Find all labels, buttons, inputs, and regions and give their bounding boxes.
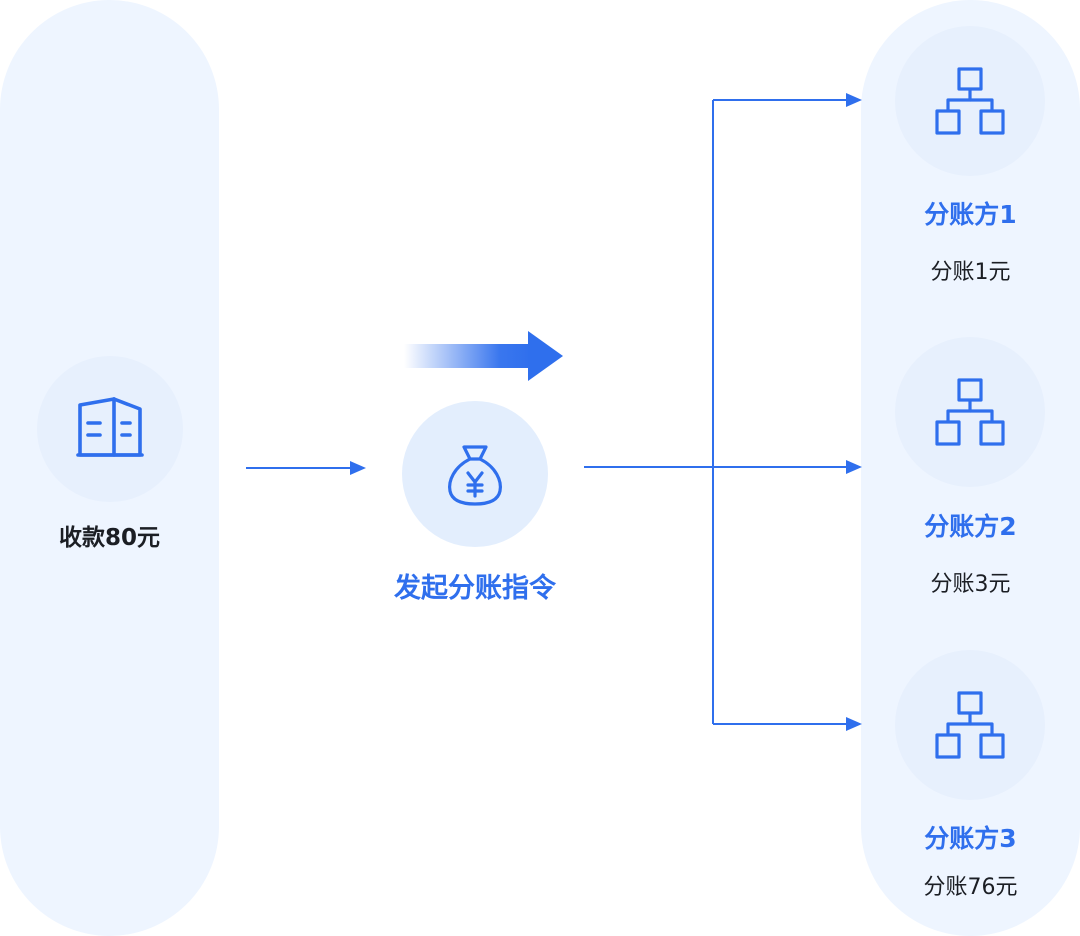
org-chart-icon (935, 67, 1005, 135)
arrow-to-party-2 (846, 460, 862, 474)
party-2-icon-circle (895, 337, 1045, 487)
party-3-amount: 分账76元 (923, 875, 1018, 900)
source-to-center-arrow (246, 461, 366, 475)
arrow-to-party-1 (846, 93, 862, 107)
source-icon-circle (37, 356, 183, 502)
arrow-to-party-3 (846, 717, 862, 731)
party-1-amount: 分账1元 (930, 260, 1011, 285)
collect-amount-label: 收款80元 (58, 525, 160, 551)
org-chart-icon (935, 691, 1005, 759)
direction-arrow-icon (404, 331, 563, 381)
initiate-split-label: 发起分账指令 (394, 573, 556, 604)
party-3-icon-circle (895, 650, 1045, 800)
party-1-icon-circle (895, 26, 1045, 176)
building-icon (76, 397, 144, 457)
party-2-name: 分账方2 (924, 512, 1017, 541)
center-icon-circle (402, 401, 548, 547)
party-2-amount: 分账3元 (930, 572, 1011, 597)
center-to-parties-connector (584, 99, 848, 725)
party-1-name: 分账方1 (924, 200, 1017, 229)
money-bag-yuan-icon (448, 445, 502, 506)
org-chart-icon (935, 378, 1005, 446)
party-3-name: 分账方3 (924, 824, 1017, 853)
